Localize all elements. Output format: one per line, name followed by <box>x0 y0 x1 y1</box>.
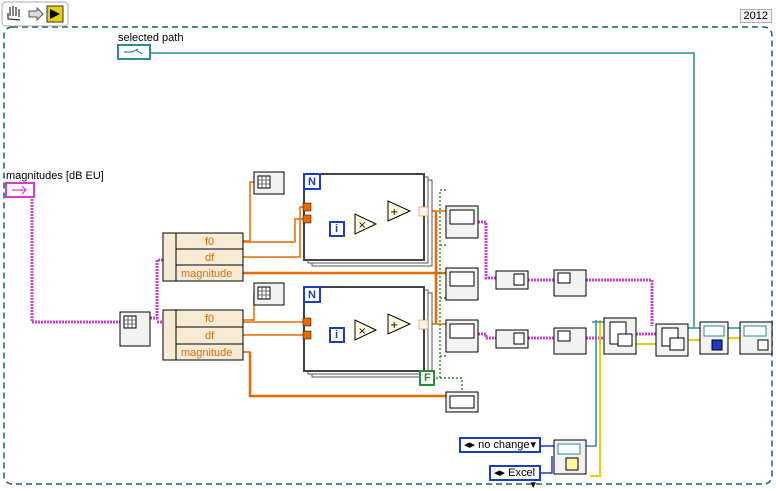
version-label: 2012 <box>739 9 772 23</box>
magnitudes-wire <box>30 190 656 340</box>
iteration-letter-top: i <box>335 223 339 235</box>
dispose-report-node[interactable] <box>739 321 773 355</box>
unbundle-cluster-top[interactable] <box>162 232 244 282</box>
enum-arrows-icon: ◂▸ <box>494 467 506 479</box>
cluster-bottom-magnitude: magnitude <box>181 347 233 359</box>
enum-mode-constant[interactable]: ◂▸ no change ▾ <box>459 437 541 453</box>
format-node-2[interactable] <box>445 267 479 301</box>
loop-count-terminal-bottom[interactable] <box>303 286 321 303</box>
enum-format-value: Excel <box>508 467 536 479</box>
new-report-node[interactable] <box>603 317 637 355</box>
boolean-constant[interactable] <box>419 370 435 386</box>
iteration-letter-bottom: i <box>335 329 339 341</box>
unbundle-node[interactable] <box>119 311 151 347</box>
svg-text:+: + <box>390 320 398 331</box>
loop-count-letter-bottom: N <box>308 289 316 301</box>
iteration-terminal-top[interactable] <box>329 221 345 237</box>
hand-icon[interactable] <box>7 6 21 21</box>
dropdown-icon: ▾ <box>530 439 536 451</box>
unbundle-cluster-bottom[interactable] <box>162 309 244 361</box>
selected-path-label: selected path <box>118 32 184 44</box>
enum-wires <box>540 445 554 474</box>
magnitudes-terminal[interactable] <box>5 182 35 198</box>
array-size-node-top[interactable] <box>253 171 285 195</box>
cluster-top-f0: f0 <box>205 236 215 248</box>
transpose-node-top[interactable] <box>553 269 587 297</box>
cluster-bottom-df: df <box>205 330 215 342</box>
boolean-wires <box>432 189 463 396</box>
report-open-node[interactable] <box>553 439 587 475</box>
arrow-icon[interactable] <box>28 6 44 22</box>
format-node-4[interactable] <box>445 391 479 413</box>
append-table-node[interactable] <box>655 323 689 357</box>
selected-path-terminal[interactable] <box>117 44 151 60</box>
diagram-frame <box>3 26 773 485</box>
cluster-bottom-f0: f0 <box>205 313 215 325</box>
array-size-node-bottom[interactable] <box>253 282 285 306</box>
build-array-node-top[interactable] <box>495 270 529 290</box>
enum-arrows-icon: ◂▸ <box>464 439 476 451</box>
save-report-node[interactable] <box>699 321 729 355</box>
iteration-terminal-bottom[interactable] <box>329 327 345 343</box>
cluster-top-df: df <box>205 252 215 264</box>
loop-tunnels <box>302 202 429 340</box>
format-node-3[interactable] <box>445 319 479 353</box>
loop-count-letter-top: N <box>308 176 316 188</box>
transpose-node-bottom[interactable] <box>553 327 587 355</box>
build-array-node-bottom[interactable] <box>495 329 529 349</box>
enum-format-constant[interactable]: ◂▸ Excel ▾ <box>489 465 541 491</box>
path-wire <box>150 52 695 327</box>
enum-mode-value: no change <box>478 439 530 451</box>
run-icon[interactable] <box>46 5 64 23</box>
boolean-constant-label: F <box>424 372 431 384</box>
loop-count-terminal-top[interactable] <box>303 173 321 190</box>
cluster-top-magnitude: magnitude <box>181 268 233 280</box>
add-node-bottom[interactable]: + <box>387 313 412 335</box>
dropdown-icon: ▾ <box>530 479 536 491</box>
multiply-node-top[interactable]: × <box>354 213 378 235</box>
magnitudes-label: magnitudes [dB EU] <box>6 170 104 182</box>
right-side-wires <box>586 320 740 477</box>
svg-text:+: + <box>390 207 398 218</box>
svg-text:×: × <box>358 220 366 231</box>
format-node-1[interactable] <box>445 205 479 239</box>
svg-text:×: × <box>358 326 366 337</box>
multiply-node-bottom[interactable]: × <box>354 319 378 341</box>
orange-wire-thick <box>243 211 446 398</box>
add-node-top[interactable]: + <box>387 200 412 222</box>
